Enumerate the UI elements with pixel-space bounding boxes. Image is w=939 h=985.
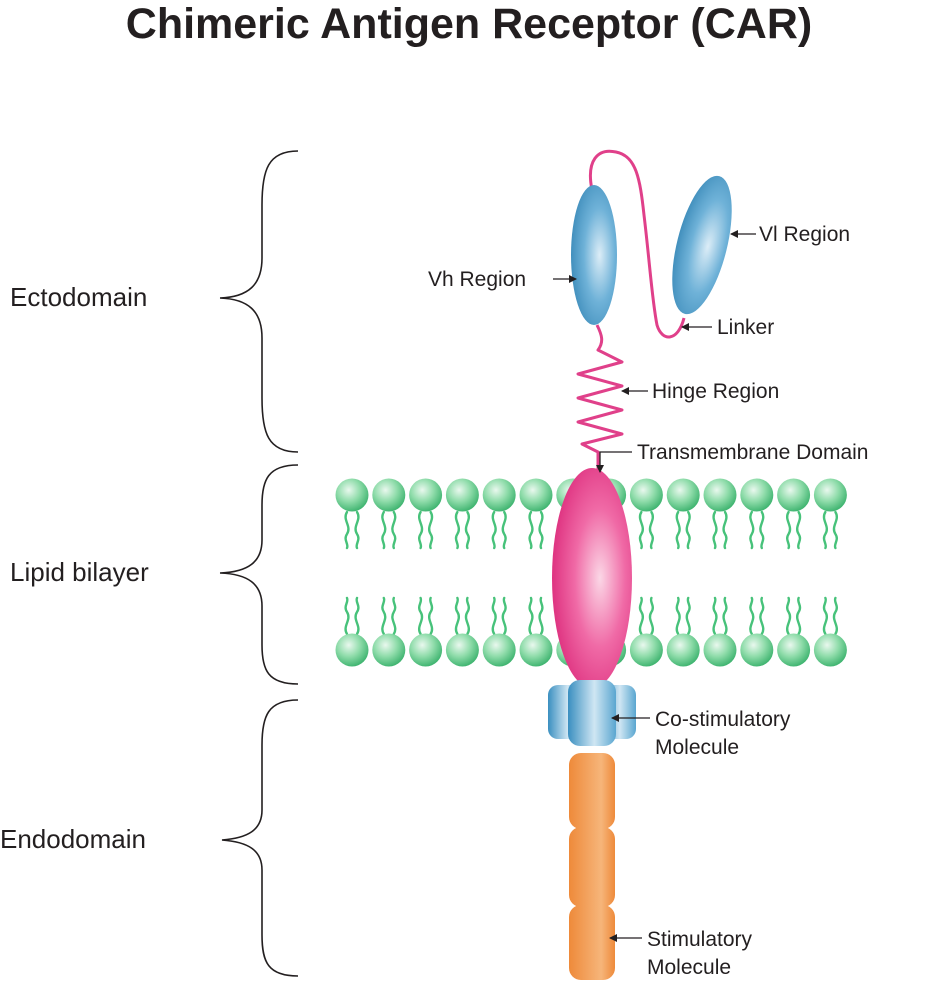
costimulatory-label-line2: Molecule [655, 736, 739, 759]
vl-region-label: Vl Region [759, 223, 850, 246]
linker-label: Linker [717, 316, 774, 339]
ectodomain-brace [219, 150, 299, 453]
lipid-head [740, 478, 774, 512]
lipid-tail [675, 510, 691, 550]
lipid-tail [785, 596, 802, 636]
lipid-bilayer-label: Lipid bilayer [10, 557, 149, 587]
lipid-head [519, 478, 553, 512]
costimulatory-label-line1: Co-stimulatory [655, 708, 791, 731]
lipid-tail [638, 510, 655, 550]
linker-chain [589, 149, 686, 339]
pointer-arrows [553, 230, 756, 942]
lipid-head [409, 478, 443, 512]
transmembrane-arrow [596, 451, 632, 473]
lipid-tail [491, 596, 507, 636]
ectodomain-label: Ectodomain [10, 282, 147, 312]
lipid-head [703, 478, 737, 512]
lipid-tail [785, 510, 802, 550]
lipid-head [703, 633, 737, 667]
page-title: Chimeric Antigen Receptor (CAR) [126, 0, 812, 48]
lipid-tail [381, 596, 397, 636]
lipid-head [519, 633, 553, 667]
lipid-head [777, 478, 811, 512]
hinge-region [576, 324, 624, 470]
lipid-head [445, 478, 479, 512]
lipid-tail [417, 596, 434, 636]
lipid-tail [712, 510, 728, 550]
lipid-tail [675, 596, 691, 636]
transmembrane-domain [552, 468, 632, 688]
lipid-head [629, 478, 663, 512]
lipid-head [372, 633, 406, 667]
lipid-head [482, 478, 516, 512]
transmembrane-domain-label: Transmembrane Domain [637, 441, 868, 464]
lipid-head [445, 633, 479, 667]
hinge-region-label: Hinge Region [652, 380, 779, 403]
lipid-tail [749, 510, 765, 550]
lipid-head [813, 633, 847, 667]
vh-region-label: Vh Region [428, 268, 526, 291]
lipid-tail [822, 596, 839, 636]
lipid-tail [344, 510, 360, 550]
lipid-tail [381, 510, 397, 550]
lipid-tail [528, 596, 544, 636]
lipid-head [740, 633, 774, 667]
lipid-tail [454, 510, 471, 550]
lipid-tail [712, 596, 728, 636]
lipid-tail [417, 510, 434, 550]
lipid-tail [749, 596, 765, 636]
lipid-head [335, 633, 369, 667]
lipid-head [482, 633, 516, 667]
lipid-head [813, 478, 847, 512]
stimulatory-label-line2: Molecule [647, 956, 731, 979]
lipid-tail [528, 510, 544, 550]
stimulatory-label-line1: Stimulatory [647, 928, 753, 951]
lipid-tail [344, 596, 360, 636]
lipid-head [629, 633, 663, 667]
lipid-head [777, 633, 811, 667]
vh-region [571, 185, 617, 325]
lipid-tail [454, 596, 471, 636]
lipid-tail [638, 596, 655, 636]
lipid-head [335, 478, 369, 512]
endodomain-label: Endodomain [0, 824, 146, 854]
lipid-head [666, 478, 700, 512]
endodomain-brace [221, 699, 299, 977]
stimulatory-molecule [569, 753, 615, 980]
lipid-brace [219, 464, 299, 685]
lipid-tail [491, 510, 507, 550]
lipid-head [409, 633, 443, 667]
lipid-tail [822, 510, 839, 550]
vl-region [672, 175, 732, 315]
lipid-head [666, 633, 700, 667]
lipid-head [372, 478, 406, 512]
costimulatory-molecule [548, 680, 636, 746]
